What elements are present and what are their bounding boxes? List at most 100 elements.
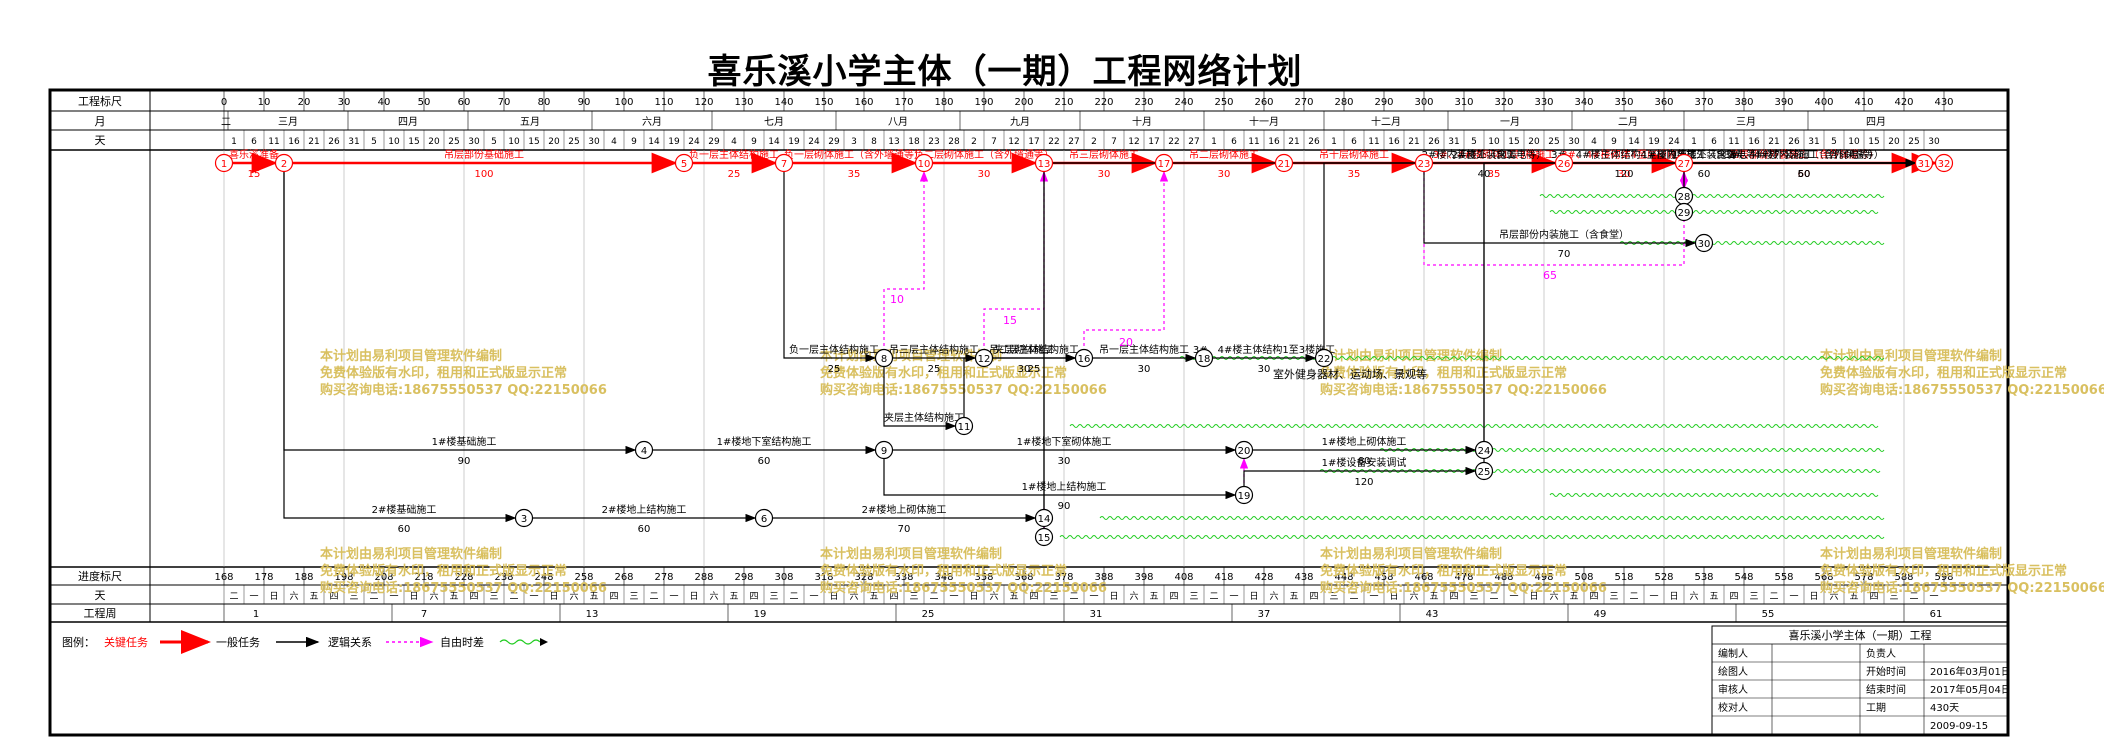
event-node [874,348,894,368]
info-table-cell: 工期 [1866,702,1886,714]
watermark-text: 本计划由易利项目管理软件编制 [320,348,502,364]
free-float-line [1069,424,1879,428]
weekday-label: 五 [869,592,878,602]
day-label: 17 [1148,137,1159,147]
info-table-cell: 2016年03月01日 [1930,665,2011,678]
watermark-text: 购买咨询电话:18675550537 QQ:22150066 [1320,382,1607,398]
task-duration-label: 30 [1098,169,1111,180]
day-label: 31 [1448,137,1459,147]
event-node-number: 31 [1918,159,1931,170]
info-table-cell: 绘图人 [1718,665,1748,678]
task-name-label: 2#楼外装施工 [1452,148,1517,161]
weekday-label: 六 [1269,590,1278,602]
top-tick-label: 340 [1574,97,1593,108]
task-name-label: 2#楼地上砌体施工 [862,503,947,516]
weekday-label: 二 [1209,592,1218,602]
event-node-number: 15 [1038,533,1051,544]
top-tick-label: 70 [498,97,511,108]
event-node-number: 4 [641,446,647,457]
week-label: 13 [586,609,599,620]
week-label: 37 [1258,609,1271,620]
weekday-label: 六 [1829,590,1838,602]
task-duration-label: 15 [248,169,261,180]
bottom-tick-label: 178 [254,572,273,583]
event-node-number: 18 [1198,354,1211,365]
bottom-tick-label: 348 [934,572,953,583]
event-node-number: 21 [1278,159,1291,170]
info-table-cell: 2017年05月04日 [1930,683,2011,696]
bottom-tick-label: 538 [1694,572,1713,583]
task-duration-label: 30 [978,169,991,180]
day-label: 12 [1128,137,1139,147]
day-label: 19 [788,137,800,147]
day-label: 24 [808,137,820,147]
task-name-label: 负一层砌体施工（含外墙通等） [784,148,924,161]
month-label: 二月 [1618,116,1638,128]
weekday-label: 四 [1869,592,1878,602]
top-tick-label: 30 [338,97,351,108]
day-label: 25 [568,137,579,147]
weekday-label: 日 [829,591,838,602]
top-tick-label: 50 [418,97,431,108]
event-node [1034,153,1054,173]
task-arrow [1483,158,1917,462]
task-duration-label: 60 [398,524,411,535]
day-label: 5 [491,137,497,147]
watermark-text: 免费体验版有水印，租用和正式版显示正常 [1820,365,2067,381]
watermark-text: 本计划由易利项目管理软件编制 [1320,348,1502,364]
info-table-cell: 430天 [1930,703,1959,714]
day-row-label: 天 [95,134,106,147]
bottom-tick-label: 358 [974,572,993,583]
task-name-label: 吊三层砌体施工 [1069,148,1139,161]
week-label: 25 [922,609,935,620]
watermark-text: 免费体验版有水印，租用和正式版显示正常 [820,365,1067,381]
bottom-tick-label: 328 [854,572,873,583]
day-label: 4 [611,137,617,147]
bottom-tick-label: 548 [1734,572,1753,583]
free-float-line [1549,210,1879,214]
top-tick-label: 190 [974,97,993,108]
weekday-label: 四 [329,592,338,602]
event-node-number: 6 [761,514,767,525]
weekday-label: 二 [509,592,518,602]
weekday-label: 五 [1149,592,1158,602]
task-name-label: 2#楼内装施工（含弱电等） [1422,148,1547,161]
weekday-label: 二 [789,592,798,602]
info-table-cell: 结束时间 [1866,683,1906,696]
week-label: 55 [1762,609,1775,620]
month-label: 七月 [764,116,784,128]
day-label: 24 [1668,137,1680,147]
day-label: 14 [768,137,780,147]
weekday-label: 一 [1229,592,1238,602]
weekday-label: 三 [769,592,778,602]
weekday-label: 三 [909,592,918,602]
top-tick-label: 230 [1134,97,1153,108]
day-label: 1 [1331,137,1337,147]
weekday-label: 三 [1329,592,1338,602]
top-tick-label: 110 [654,97,673,108]
day-label: 8 [871,137,877,147]
day-label: 27 [1068,137,1079,147]
page-title: 喜乐溪小学主体（一期）工程网络计划 [707,52,1303,92]
bottom-tick-label: 418 [1214,572,1233,583]
day-label: 25 [448,137,459,147]
day-label: 5 [1471,137,1477,147]
task-name-label: 负一层主体结构施工 [689,148,779,161]
info-table-cell: 负责人 [1866,647,1896,660]
day-label: 10 [388,137,400,147]
day-label: 15 [528,137,539,147]
top-tick-label: 390 [1774,97,1793,108]
task-arrow [283,172,637,455]
weekday-label: 四 [1449,592,1458,602]
event-node-number: 13 [1038,159,1051,170]
task-arrow [1483,158,1917,441]
watermark-text: 免费体验版有水印，租用和正式版显示正常 [1320,563,1567,579]
bottom-tick-label: 208 [374,572,393,583]
event-node [634,440,654,460]
task-duration-label: 25 [728,169,741,180]
day-label: 30 [588,137,600,147]
logic-arrow [883,170,929,358]
day-label: 19 [1648,137,1660,147]
week-label: 49 [1594,609,1607,620]
event-node [1934,153,1954,173]
